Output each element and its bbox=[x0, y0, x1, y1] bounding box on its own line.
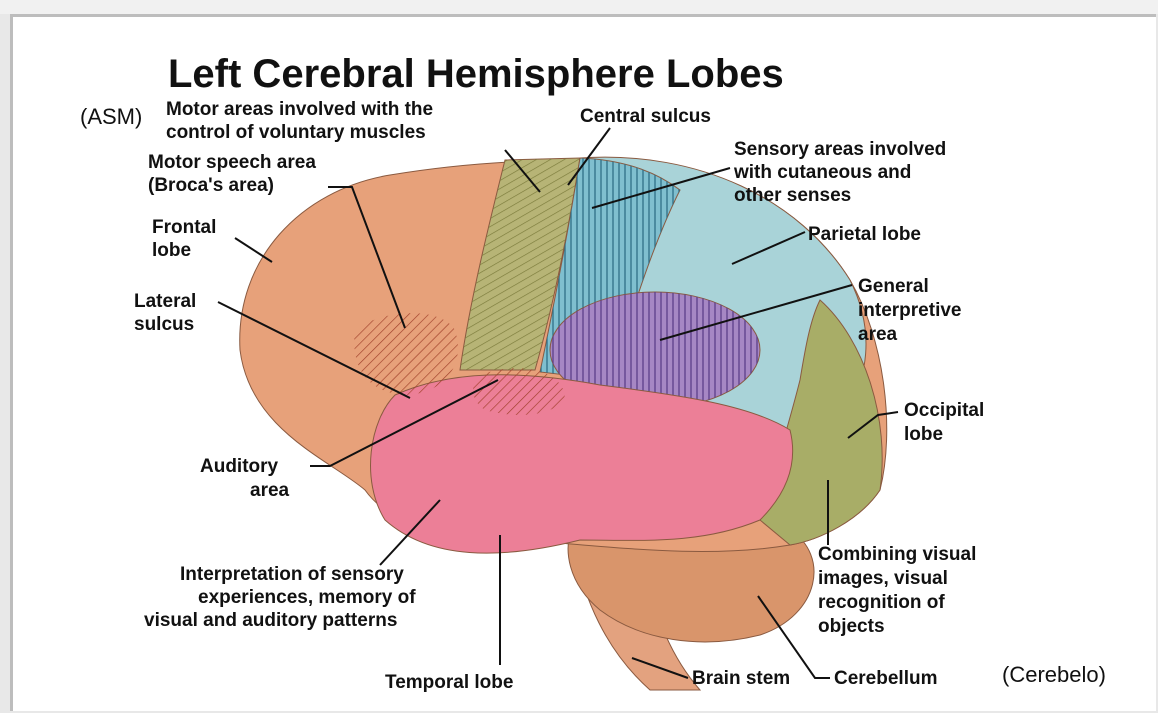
label-sensory-3: other senses bbox=[734, 185, 851, 206]
label-lateral-1: Lateral bbox=[134, 291, 196, 312]
label-combining-3: recognition of bbox=[818, 592, 945, 613]
label-frontal-1: Frontal bbox=[152, 217, 216, 238]
label-temporal: Temporal lobe bbox=[385, 672, 513, 693]
label-combining-4: objects bbox=[818, 616, 885, 637]
label-combining-2: images, visual bbox=[818, 568, 948, 589]
label-auditory-2: area bbox=[250, 480, 290, 501]
label-general-3: area bbox=[858, 324, 898, 345]
cerebelo-annotation: (Cerebelo) bbox=[1002, 662, 1106, 687]
label-brain-stem: Brain stem bbox=[692, 668, 790, 689]
label-motor-areas-2: control of voluntary muscles bbox=[166, 122, 426, 143]
label-sensory-1: Sensory areas involved bbox=[734, 139, 946, 160]
label-occipital-2: lobe bbox=[904, 424, 943, 445]
asm-annotation: (ASM) bbox=[80, 104, 142, 129]
label-interpretation-1: Interpretation of sensory bbox=[180, 564, 404, 585]
label-occipital-1: Occipital bbox=[904, 400, 984, 421]
label-auditory-1: Auditory bbox=[200, 456, 279, 477]
label-interpretation-3: visual and auditory patterns bbox=[144, 610, 397, 631]
label-combining-1: Combining visual bbox=[818, 544, 976, 565]
diagram-title: Left Cerebral Hemisphere Lobes bbox=[168, 52, 784, 96]
label-motor-speech-1: Motor speech area bbox=[148, 152, 316, 173]
label-cerebellum: Cerebellum bbox=[834, 668, 937, 689]
leader-frontal bbox=[235, 238, 272, 262]
label-general-1: General bbox=[858, 276, 929, 297]
label-lateral-2: sulcus bbox=[134, 314, 194, 335]
label-interpretation-2: experiences, memory of bbox=[198, 587, 416, 608]
label-sensory-2: with cutaneous and bbox=[733, 162, 911, 183]
label-parietal: Parietal lobe bbox=[808, 224, 921, 245]
label-frontal-2: lobe bbox=[152, 240, 191, 261]
label-general-2: interpretive bbox=[858, 300, 961, 321]
label-central-sulcus: Central sulcus bbox=[580, 106, 711, 127]
label-motor-speech-2: (Broca's area) bbox=[148, 175, 274, 196]
label-motor-areas-1: Motor areas involved with the bbox=[166, 99, 433, 120]
